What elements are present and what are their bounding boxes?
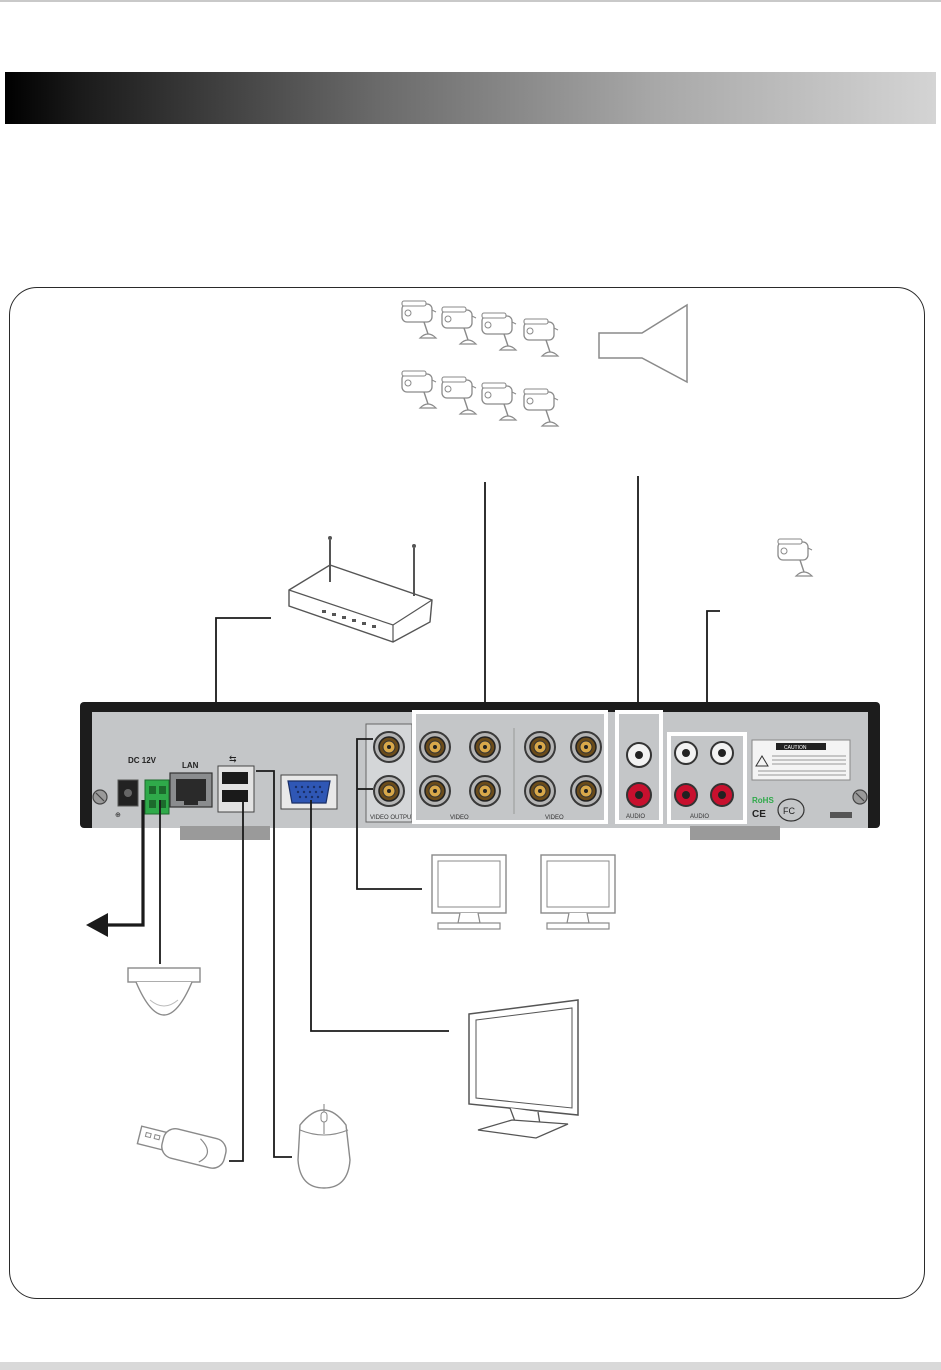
rohs-label: RoHS <box>752 796 774 805</box>
video-input-highlight <box>412 710 608 824</box>
bnc-connector <box>570 775 602 807</box>
svg-text:⊕: ⊕ <box>115 812 121 819</box>
bnc-connector <box>524 731 556 763</box>
section-header-bar <box>5 72 936 124</box>
connection-lines-bottom <box>106 738 449 1162</box>
camera-icon <box>481 382 517 421</box>
fc-label: FC <box>783 806 795 816</box>
speaker-icon <box>598 303 688 384</box>
camera-icon <box>401 370 437 409</box>
alarm-terminal <box>144 779 170 815</box>
bnc-connector <box>373 731 405 763</box>
diagram-frame <box>9 287 925 1299</box>
dvr-rear-panel: DC 12V ⊕ LAN ⇆ VIDEO OUTPUT <box>80 702 880 840</box>
power-arrow-icon <box>86 913 108 937</box>
spot-monitor-icon <box>540 854 616 930</box>
bnc-connector <box>469 775 501 807</box>
power-label: DC 12V <box>128 756 157 765</box>
dome-camera-icon <box>127 967 201 1016</box>
svg-text:AUDIO: AUDIO <box>690 814 709 820</box>
camera-icon <box>523 388 559 427</box>
bnc-connector <box>419 731 451 763</box>
ce-label: CE <box>752 809 766 820</box>
usb-flash-drive-icon <box>136 1125 227 1169</box>
bnc-connector <box>469 731 501 763</box>
audio-output-highlight <box>615 710 663 824</box>
audio-input-highlight <box>667 732 747 824</box>
camera-icon <box>481 312 517 351</box>
camera-icon <box>441 376 477 415</box>
camera-icon <box>401 300 437 339</box>
camera-icon <box>523 318 559 357</box>
vga-monitor-icon <box>468 999 579 1139</box>
audio-label: AUDIO <box>626 814 645 820</box>
bnc-connector <box>570 731 602 763</box>
camera-group <box>401 300 559 427</box>
microphone-camera-icon <box>777 538 813 577</box>
top-rule <box>0 0 941 2</box>
bnc-connector <box>419 775 451 807</box>
svg-text:VIDEO: VIDEO <box>545 815 564 821</box>
caution-label: CAUTION <box>784 745 807 751</box>
camera-icon <box>441 306 477 345</box>
video-label: VIDEO <box>450 815 469 821</box>
mouse-icon <box>297 1104 351 1189</box>
bottom-rule <box>0 1362 941 1370</box>
router-icon <box>288 536 433 643</box>
svg-text:⇆: ⇆ <box>229 754 237 764</box>
video-output-label: VIDEO OUTPUT <box>370 815 415 821</box>
lan-label: LAN <box>182 761 199 770</box>
bnc-connector <box>373 775 405 807</box>
spot-monitor-icon <box>431 854 507 930</box>
bnc-connector <box>524 775 556 807</box>
